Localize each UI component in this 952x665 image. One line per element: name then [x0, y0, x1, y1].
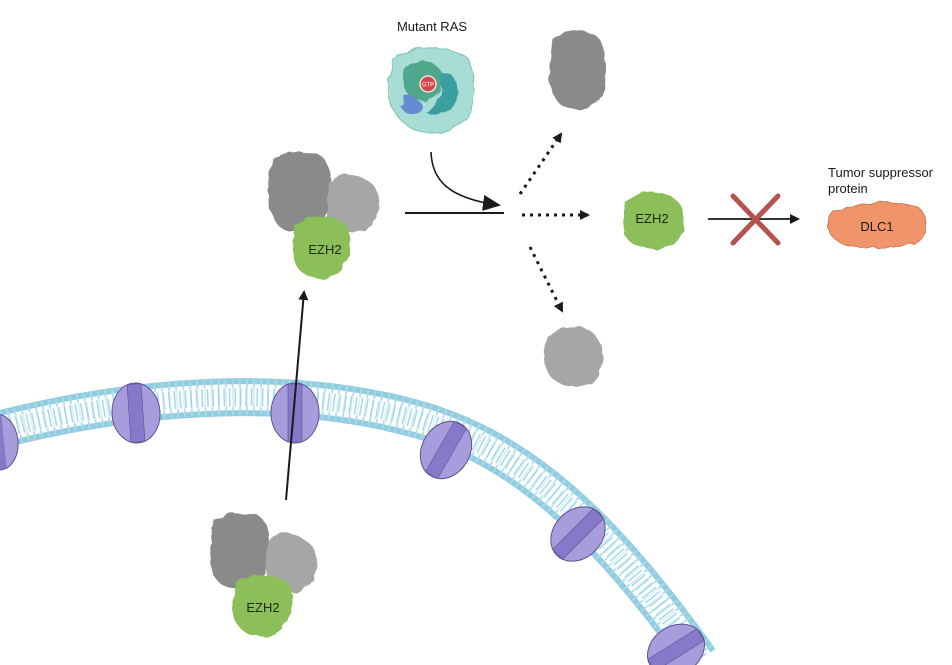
translocation-arrow — [285, 290, 309, 501]
ras-activation-arrow — [430, 151, 501, 211]
prc2-complex-top: EZH2 — [268, 151, 380, 279]
gtp-badge — [419, 75, 437, 93]
ezh2-label-bottom: EZH2 — [246, 600, 279, 615]
membrane-channel — [0, 413, 19, 471]
dlc1-label: DLC1 — [860, 219, 893, 234]
mutant-ras-protein: GTP — [387, 47, 475, 133]
mutant-ras-label: Mutant RAS — [397, 19, 467, 34]
ezh2-label-top: EZH2 — [308, 242, 341, 257]
tumor-suppressor-label-line1: Tumor suppressor — [828, 165, 934, 180]
membrane-channel — [111, 382, 161, 444]
dotted-arrow-down — [528, 246, 564, 313]
released-subunit-top — [549, 31, 606, 110]
dotted-arrow-up — [518, 132, 563, 195]
membrane-channel — [270, 382, 320, 444]
dlc1-protein: DLC1 — [827, 202, 927, 249]
prc2-complex-bottom: EZH2 — [209, 512, 318, 637]
membrane-channel — [419, 420, 473, 480]
tumor-suppressor-label-line2: protein — [828, 181, 868, 196]
gtp-label: GTP — [422, 83, 434, 89]
membrane-channel — [647, 623, 705, 665]
released-subunit-bottom — [544, 326, 604, 387]
x-mark-icon — [730, 193, 781, 246]
ezh2-free: EZH2 — [624, 192, 684, 249]
ezh2-label-free: EZH2 — [635, 211, 668, 226]
